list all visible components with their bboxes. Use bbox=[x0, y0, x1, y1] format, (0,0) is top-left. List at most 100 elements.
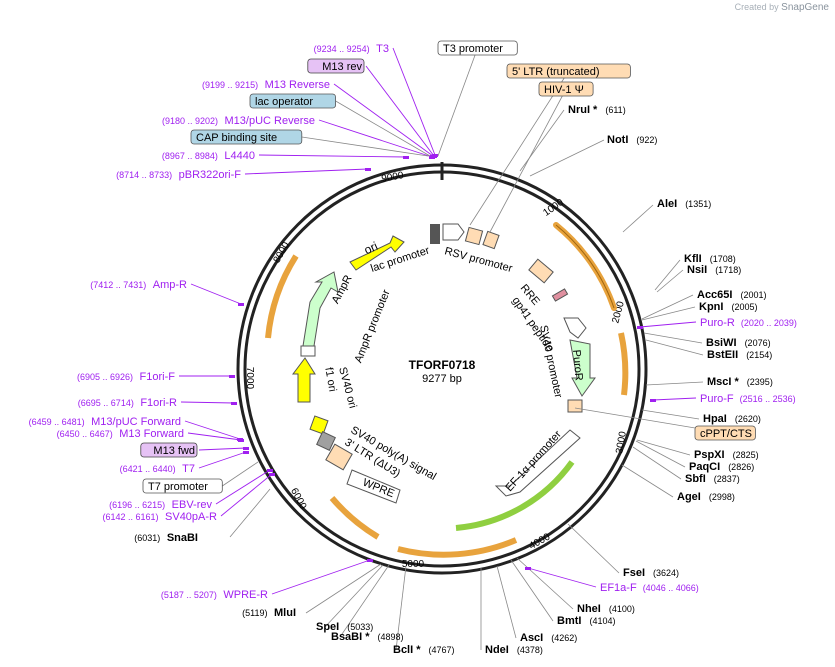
primer-leader-line bbox=[215, 469, 271, 505]
primer-leader-line bbox=[184, 420, 241, 440]
enzyme-leader-line bbox=[339, 564, 390, 638]
primer-name: pBR322ori-F bbox=[179, 169, 242, 181]
primer-label-wprer: (5187 .. 5207) WPRE-R bbox=[161, 589, 268, 601]
enzyme-site-kfli: KflI(1708) bbox=[684, 253, 736, 265]
feature-box-cap_site bbox=[190, 129, 303, 145]
cppt-feature bbox=[567, 399, 583, 413]
enzyme-position: (1718) bbox=[715, 265, 741, 275]
primer-label-ebvrev: (6196 .. 6215) EBV-rev bbox=[109, 499, 212, 511]
ori-label: ori bbox=[362, 239, 380, 257]
primer-label-m13pucforward: (6459 .. 6481) M13/pUC Forward bbox=[29, 416, 181, 428]
feature-label-ltr5: 5' LTR (truncated) bbox=[512, 66, 599, 78]
enzyme-site-bcli: BclI *(4767) bbox=[393, 644, 455, 656]
primer-mark bbox=[429, 156, 435, 159]
sv40-ori-label: SV40 ori bbox=[336, 366, 359, 410]
enzyme-site-bmti: BmtI(4104) bbox=[557, 615, 615, 627]
primer-leader-line bbox=[392, 47, 436, 156]
feature-box-t3_promoter bbox=[437, 40, 518, 56]
primer-range: (8714 .. 8733) bbox=[116, 170, 175, 180]
primer-name: M13/pUC Reverse bbox=[225, 115, 315, 127]
primer-range: (8967 .. 8984) bbox=[162, 151, 221, 161]
feature-label-cap_site: CAP binding site bbox=[196, 132, 277, 144]
enzyme-position: (2837) bbox=[714, 474, 740, 484]
enzyme-leader-line bbox=[621, 464, 674, 498]
enzyme-leader-line bbox=[305, 563, 382, 614]
enzyme-site-sbfi: SbfI(2837) bbox=[685, 473, 740, 485]
sv40-promoter-feature bbox=[563, 317, 587, 339]
primer-mark bbox=[243, 451, 249, 454]
primer-name: WPRE-R bbox=[223, 589, 268, 601]
enzyme-site-bsabi: BsaBI *(4898) bbox=[331, 631, 404, 643]
primer-mark bbox=[231, 402, 237, 405]
feature-label-t7_promoter: T7 promoter bbox=[148, 481, 208, 493]
enzyme-name: NsiI bbox=[687, 264, 707, 276]
primer-mark bbox=[238, 303, 244, 306]
puro-arc bbox=[618, 332, 629, 396]
enzyme-leader-line bbox=[516, 557, 574, 610]
rsv-region-feature bbox=[430, 224, 440, 244]
wpre-feature bbox=[346, 469, 401, 504]
enzyme-site-pspxi: PspXI(2825) bbox=[694, 449, 759, 461]
primer-mark bbox=[238, 439, 244, 442]
primer-range: (9180 .. 9202) bbox=[162, 116, 221, 126]
primer-range: (6421 .. 6440) bbox=[120, 464, 179, 474]
enzyme-name: MluI bbox=[274, 607, 296, 619]
primer-range: (6450 .. 6467) bbox=[57, 429, 116, 439]
primer-mark bbox=[525, 567, 531, 570]
enzyme-name: BstEII bbox=[707, 349, 738, 361]
primer-mark bbox=[367, 559, 373, 562]
enzyme-name: Acc65I bbox=[697, 289, 732, 301]
enzyme-site-bsiwi: BsiWI(2076) bbox=[706, 337, 771, 349]
feature-label-t3_promoter: T3 promoter bbox=[443, 43, 503, 55]
primer-leader-line bbox=[318, 119, 433, 158]
primer-leader-line bbox=[365, 65, 435, 157]
primer-range: (6905 .. 6926) bbox=[77, 372, 136, 382]
enzyme-position: (5033) bbox=[347, 622, 373, 632]
snapgene-credit: Created by SnapGene bbox=[735, 2, 829, 13]
primer-leader-line bbox=[244, 168, 369, 175]
plasmid-name: TFORF0718 bbox=[409, 358, 476, 372]
enzyme-name: HpaI bbox=[703, 413, 727, 425]
ltr-arc-inner bbox=[555, 224, 615, 309]
primer-leader-line bbox=[180, 401, 235, 404]
primer-box bbox=[140, 442, 198, 458]
primer-label-purof: Puro-F(2516 .. 2536) bbox=[700, 393, 796, 405]
enzyme-position: (2826) bbox=[728, 462, 754, 472]
enzyme-leader-line bbox=[622, 204, 654, 233]
rsv-promoter-label: RSV promoter bbox=[443, 245, 514, 275]
enzyme-position: (1708) bbox=[710, 254, 736, 264]
enzyme-site-asci: AscI(4262) bbox=[520, 632, 577, 644]
enzyme-leader-line bbox=[324, 564, 384, 628]
enzyme-position: (2395) bbox=[747, 377, 773, 387]
primer-mark bbox=[650, 399, 656, 402]
primer-label-m13forward: (6450 .. 6467) M13 Forward bbox=[57, 428, 184, 440]
enzyme-site-hpai: HpaI(2620) bbox=[703, 413, 761, 425]
primer-leader-line bbox=[220, 473, 273, 517]
primer-mark bbox=[229, 375, 235, 378]
primer-leader-line bbox=[258, 154, 407, 158]
enzyme-name: BmtI bbox=[557, 615, 581, 627]
enzyme-name: BsaBI * bbox=[331, 631, 370, 643]
enzyme-name: BclI * bbox=[393, 644, 421, 656]
primer-range: (6459 .. 6481) bbox=[29, 417, 88, 427]
primer-label-pbr322orif: (8714 .. 8733) pBR322ori-F bbox=[116, 169, 241, 181]
feature-box-ltr5 bbox=[506, 63, 631, 79]
primer-mark bbox=[403, 156, 409, 159]
feature-leader-line bbox=[301, 136, 429, 157]
tick-label-9000: 9000 bbox=[381, 170, 405, 185]
enzyme-leader-line bbox=[567, 523, 620, 574]
primer-range: (2020 .. 2039) bbox=[741, 318, 797, 328]
enzyme-name: BsiWI bbox=[706, 337, 737, 349]
labels-layer: NruI *(611)NotI(922)AleI(1351)KflI(1708)… bbox=[29, 40, 797, 656]
enzyme-name: SnaBI bbox=[167, 532, 198, 544]
enzyme-position: (1351) bbox=[685, 199, 711, 209]
gp41-feature bbox=[551, 288, 569, 302]
primer-mark bbox=[243, 447, 249, 450]
rre-feature bbox=[528, 258, 554, 284]
feature-box-hiv bbox=[538, 81, 594, 97]
primer-label-m13pucreverse: (9180 .. 9202) M13/pUC Reverse bbox=[162, 115, 315, 127]
enzyme-site-ndei: NdeI(4378) bbox=[485, 644, 543, 656]
credit-prefix: Created by bbox=[734, 2, 779, 12]
primer-range: (9234 .. 9254) bbox=[314, 44, 373, 54]
